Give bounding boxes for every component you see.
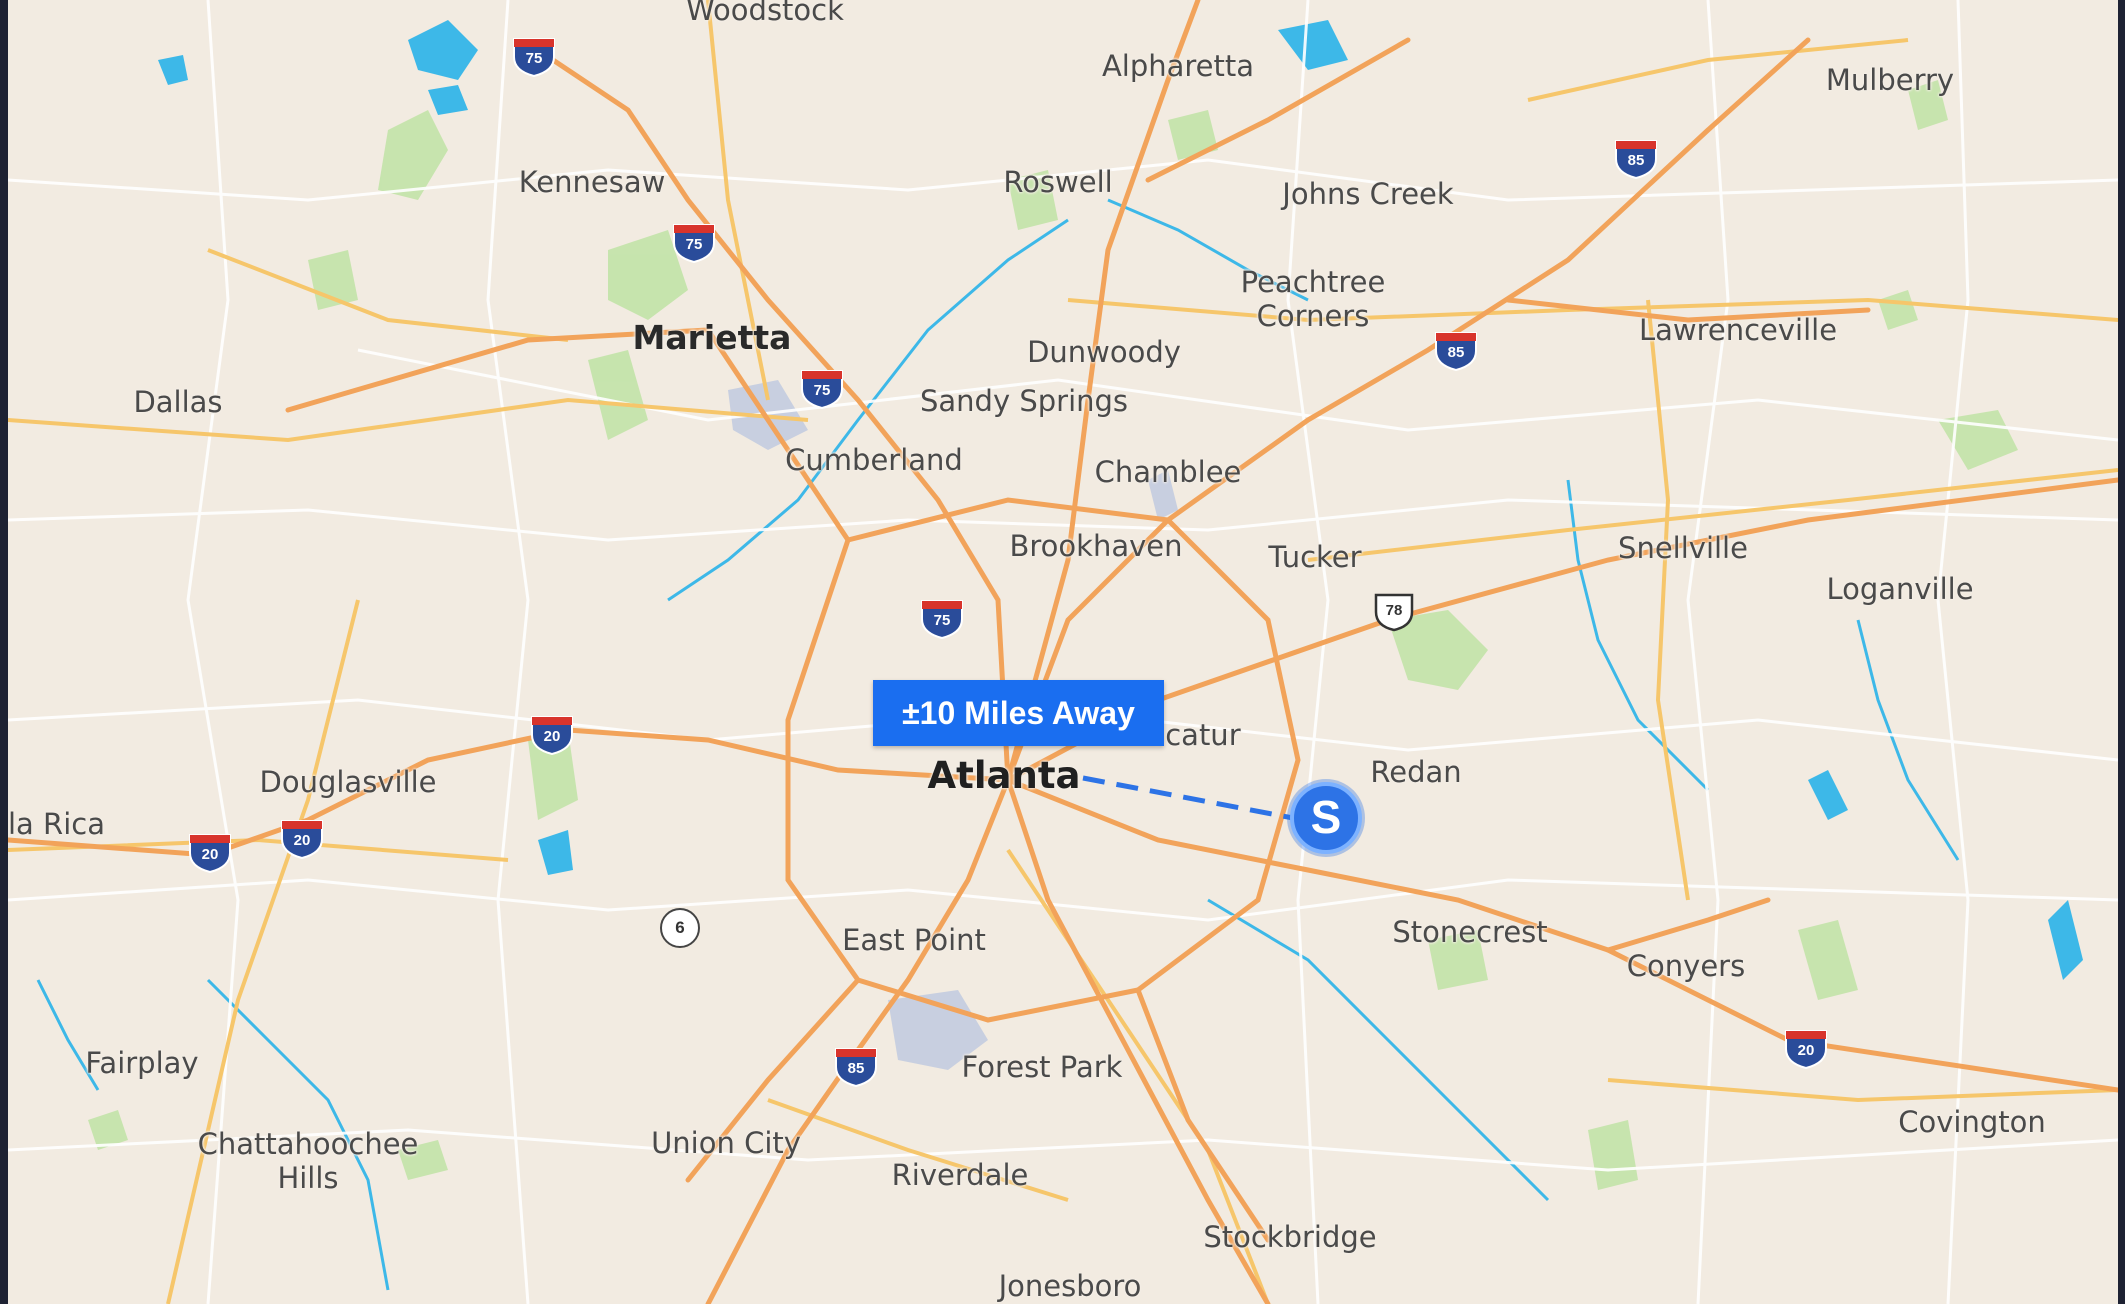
city-sandy-springs: Sandy Springs — [919, 384, 1129, 418]
city-union-city: Union City — [651, 1126, 801, 1160]
city-stockbridge: Stockbridge — [1203, 1220, 1377, 1254]
interstate-shield-icon: 20 — [187, 831, 233, 873]
us-route-shield-icon: 78 — [1372, 592, 1416, 632]
city-chamblee: Chamblee — [1094, 455, 1242, 489]
city-dallas: Dallas — [133, 385, 223, 419]
city-roswell: Roswell — [1003, 165, 1113, 199]
city-cumberland: Cumberland — [785, 443, 963, 477]
city-alpharetta: Alpharetta — [1101, 49, 1255, 83]
city-lawrenceville: Lawrenceville — [1638, 313, 1838, 347]
city-loganville: Loganville — [1826, 572, 1974, 606]
city-tucker: Tucker — [1268, 540, 1362, 574]
city-fairplay: Fairplay — [85, 1046, 199, 1080]
interstate-shield-icon: 75 — [919, 597, 965, 639]
store-location-marker[interactable]: S — [1290, 782, 1362, 854]
interstate-shield-icon: 20 — [529, 713, 575, 755]
map-canvas[interactable]: Woodstock Alpharetta Mulberry Kennesaw R… — [8, 0, 2118, 1304]
city-east-point: East Point — [842, 923, 986, 957]
interstate-shield-icon: 85 — [1613, 137, 1659, 179]
city-brookhaven: Brookhaven — [1009, 529, 1183, 563]
map-base-layer — [8, 0, 2118, 1304]
city-johns-creek: Johns Creek — [1282, 177, 1454, 211]
city-peachtree-corners: Peachtree Corners — [1240, 265, 1386, 333]
city-jonesboro: Jonesboro — [998, 1269, 1142, 1303]
city-la-rica: la Rica — [8, 807, 105, 841]
interstate-shield-icon: 20 — [279, 817, 325, 859]
city-riverdale: Riverdale — [891, 1158, 1029, 1192]
interstate-shield-icon: 20 — [1783, 1027, 1829, 1069]
city-redan: Redan — [1370, 755, 1462, 789]
interstate-shield-icon: 75 — [671, 221, 717, 263]
state-route-shield-icon: 6 — [660, 908, 700, 948]
city-chattahoochee-hills: Chattahoochee Hills — [197, 1127, 419, 1195]
city-covington: Covington — [1898, 1105, 2046, 1139]
city-kennesaw: Kennesaw — [518, 165, 666, 199]
city-douglasville: Douglasville — [259, 765, 437, 799]
city-dunwoody: Dunwoody — [1027, 335, 1181, 369]
interstate-shield-icon: 85 — [833, 1045, 879, 1087]
city-woodstock: Woodstock — [686, 0, 844, 27]
interstate-shield-icon: 75 — [799, 367, 845, 409]
city-stonecrest: Stonecrest — [1392, 915, 1548, 949]
city-conyers: Conyers — [1626, 949, 1746, 983]
interstate-shield-icon: 85 — [1433, 329, 1479, 371]
interstate-shield-icon: 75 — [511, 35, 557, 77]
city-forest-park: Forest Park — [961, 1050, 1123, 1084]
city-mulberry: Mulberry — [1825, 63, 1955, 97]
distance-label: ±10 Miles Away — [873, 680, 1164, 746]
city-atlanta: Atlanta — [927, 754, 1081, 797]
city-marietta: Marietta — [632, 318, 792, 357]
city-snellville: Snellville — [1618, 531, 1748, 565]
